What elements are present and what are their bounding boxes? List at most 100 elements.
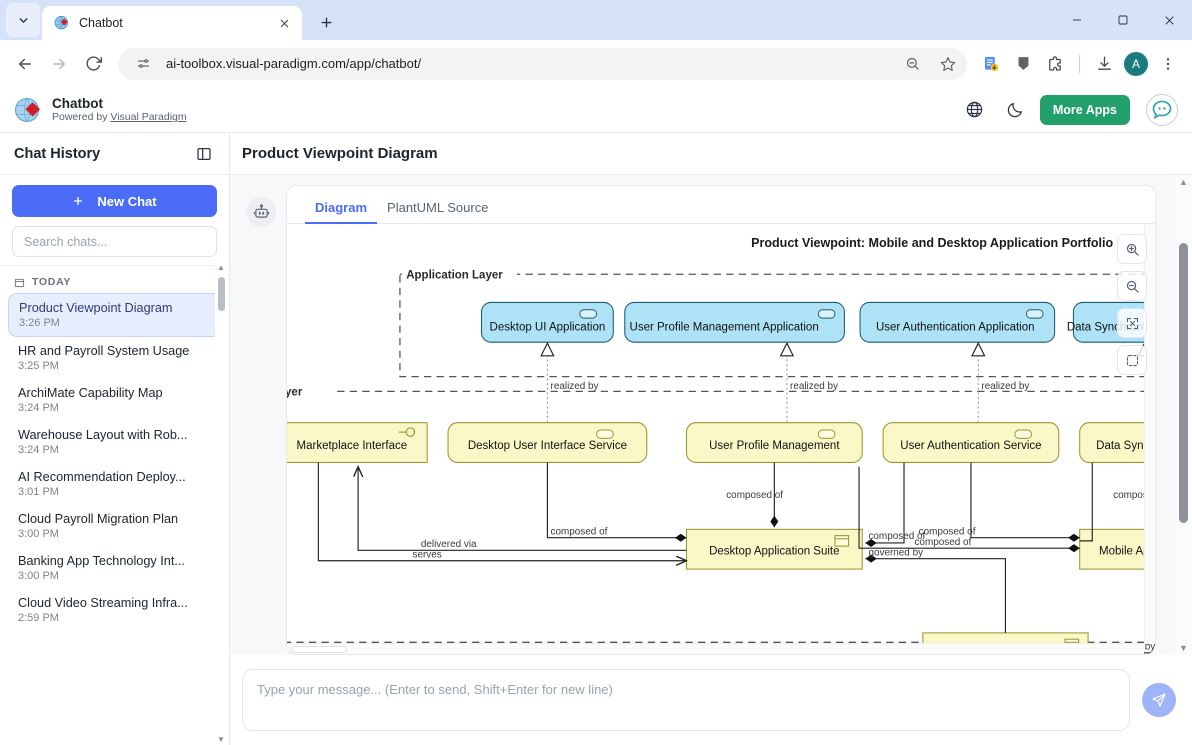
sidebar-scrollbar[interactable]: ▲ ▼ <box>215 263 227 745</box>
tab-plantuml-source[interactable]: PlantUML Source <box>377 200 498 223</box>
new-tab-button[interactable] <box>312 8 340 36</box>
chat-history-item-7[interactable]: Cloud Video Streaming Infra... 2:59 PM <box>8 589 221 631</box>
diagram-node-desktop-ui-application: Desktop UI Application <box>482 302 614 342</box>
chat-item-time: 3:24 PM <box>18 402 211 414</box>
chat-item-title: HR and Payroll System Usage <box>18 344 211 358</box>
chat-history-item-0[interactable]: Product Viewpoint Diagram 3:26 PM <box>8 293 221 337</box>
chat-item-time: 2:59 PM <box>18 612 211 624</box>
profile-initial: A <box>1124 52 1148 76</box>
browser-toolbar: ai-toolbox.visual-paradigm.com/app/chatb… <box>0 40 1192 87</box>
diagram-viewport[interactable]: Product Viewpoint: Mobile and Desktop Ap… <box>287 224 1155 654</box>
new-chat-button[interactable]: New Chat <box>12 185 217 217</box>
moon-icon[interactable] <box>1000 95 1030 125</box>
diagram-hscroll-thumb[interactable] <box>291 646 347 653</box>
browser-tab[interactable]: Chatbot <box>42 6 302 40</box>
kebab-menu-icon[interactable] <box>1154 50 1182 78</box>
scroll-down-arrow-icon[interactable]: ▼ <box>217 735 225 745</box>
svg-text:Desktop User Interface Service: Desktop User Interface Service <box>468 440 627 452</box>
bookmark-star-icon[interactable] <box>935 51 961 77</box>
app-subtitle: Powered by Visual Paradigm <box>52 111 187 123</box>
address-bar[interactable]: ai-toolbox.visual-paradigm.com/app/chatb… <box>118 48 967 80</box>
window-close-icon[interactable] <box>1146 0 1192 40</box>
tab-diagram[interactable]: Diagram <box>305 200 377 223</box>
calendar-icon <box>14 277 25 288</box>
svg-text:realized by: realized by <box>981 381 1029 392</box>
app-title: Chatbot <box>52 96 187 112</box>
chat-bubble-avatar-icon[interactable] <box>1146 94 1178 126</box>
more-apps-button[interactable]: More Apps <box>1040 95 1130 125</box>
diagram-horizontal-scrollbar[interactable] <box>287 643 1144 654</box>
reload-icon[interactable] <box>78 49 108 79</box>
sidebar-scroll-thumb[interactable] <box>218 277 225 311</box>
plus-icon <box>72 195 84 207</box>
visual-paradigm-logo <box>14 96 42 124</box>
fit-screen-icon[interactable] <box>1117 308 1147 338</box>
diagram-node-user-profile-management: User Profile Management <box>686 423 862 463</box>
diagram-node-user-authentication-application: User Authentication Application <box>860 302 1055 342</box>
chat-history-item-3[interactable]: Warehouse Layout with Rob... 3:24 PM <box>8 421 221 463</box>
reset-view-icon[interactable] <box>1117 345 1147 375</box>
canvas-scroll-up-icon[interactable]: ▲ <box>1179 175 1188 189</box>
message-placeholder: Type your message... (Enter to send, Shi… <box>257 682 613 697</box>
chat-item-time: 3:00 PM <box>18 570 211 582</box>
page-title: Product Viewpoint Diagram <box>242 145 438 162</box>
chat-item-title: Warehouse Layout with Rob... <box>18 428 211 442</box>
chat-history-item-2[interactable]: ArchiMate Capability Map 3:24 PM <box>8 379 221 421</box>
profile-avatar[interactable]: A <box>1122 50 1150 78</box>
svg-text:User Authentication Service: User Authentication Service <box>900 440 1041 452</box>
svg-text:composed of: composed of <box>726 490 783 501</box>
canvas-scrollbar[interactable]: ▲ ▼ <box>1175 175 1192 655</box>
zoom-in-icon[interactable] <box>1117 234 1147 264</box>
downloads-icon[interactable] <box>1090 50 1118 78</box>
diagram-node-desktop-user-interface-service: Desktop User Interface Service <box>448 423 647 463</box>
powered-by-text: Powered by <box>52 111 110 123</box>
chat-group-header: TODAY <box>0 270 229 293</box>
main-header: Product Viewpoint Diagram <box>230 133 1192 175</box>
sidebar-toggle-icon[interactable] <box>193 143 215 165</box>
send-button[interactable] <box>1142 683 1176 717</box>
forward-arrow-icon[interactable] <box>44 49 74 79</box>
zoom-out-icon[interactable] <box>899 51 925 77</box>
site-settings-tune-icon[interactable] <box>130 51 156 77</box>
chat-item-title: Cloud Payroll Migration Plan <box>18 512 211 526</box>
chat-history-item-1[interactable]: HR and Payroll System Usage 3:25 PM <box>8 337 221 379</box>
diagram-title: Product Viewpoint: Mobile and Desktop Ap… <box>751 236 1113 250</box>
chat-group-label: TODAY <box>32 276 71 288</box>
diagram-canvas[interactable]: Product Viewpoint: Mobile and Desktop Ap… <box>287 224 1155 654</box>
chat-history-item-5[interactable]: Cloud Payroll Migration Plan 3:00 PM <box>8 505 221 547</box>
canvas-scroll-down-icon[interactable]: ▼ <box>1179 641 1188 655</box>
minimize-icon[interactable] <box>1054 0 1100 40</box>
document-save-icon[interactable] <box>977 50 1005 78</box>
scroll-up-arrow-icon[interactable]: ▲ <box>217 263 225 273</box>
svg-text:delivered via: delivered via <box>421 539 477 550</box>
svg-text:composed of: composed of <box>551 527 608 538</box>
extensions-puzzle-icon[interactable] <box>1041 50 1069 78</box>
maximize-icon[interactable] <box>1100 0 1146 40</box>
svg-text:realized by: realized by <box>790 381 838 392</box>
chat-item-time: 3:25 PM <box>18 360 211 372</box>
message-input[interactable]: Type your message... (Enter to send, Shi… <box>242 669 1130 731</box>
svg-text:Desktop Application Suite: Desktop Application Suite <box>709 545 839 557</box>
tab-search-chevron-down-icon[interactable] <box>6 3 40 37</box>
canvas-scroll-track[interactable] <box>1175 189 1192 641</box>
svg-text:Desktop UI Application: Desktop UI Application <box>490 322 606 334</box>
zoom-out-icon[interactable] <box>1117 271 1147 301</box>
chat-history-item-4[interactable]: AI Recommendation Deploy... 3:01 PM <box>8 463 221 505</box>
tab-close-icon[interactable] <box>274 13 294 33</box>
svg-text:composed of: composed of <box>919 527 976 538</box>
chat-history-sidebar: Chat History New Chat Search chats... TO… <box>0 133 230 745</box>
back-arrow-icon[interactable] <box>10 49 40 79</box>
svg-text:User Profile Management Applic: User Profile Management Application <box>630 322 819 334</box>
bookmark-flag-icon[interactable] <box>1009 50 1037 78</box>
search-input[interactable]: Search chats... <box>12 226 217 257</box>
browser-tab-strip: Chatbot <box>0 0 1192 40</box>
chat-history-item-6[interactable]: Banking App Technology Int... 3:00 PM <box>8 547 221 589</box>
globe-icon[interactable] <box>960 95 990 125</box>
canvas-scroll-thumb[interactable] <box>1179 243 1188 523</box>
new-chat-label: New Chat <box>97 194 156 209</box>
robot-icon <box>246 197 276 227</box>
sidebar-header: Chat History <box>0 133 229 175</box>
sidebar-scroll-track[interactable] <box>215 273 227 735</box>
visual-paradigm-link[interactable]: Visual Paradigm <box>110 111 186 123</box>
